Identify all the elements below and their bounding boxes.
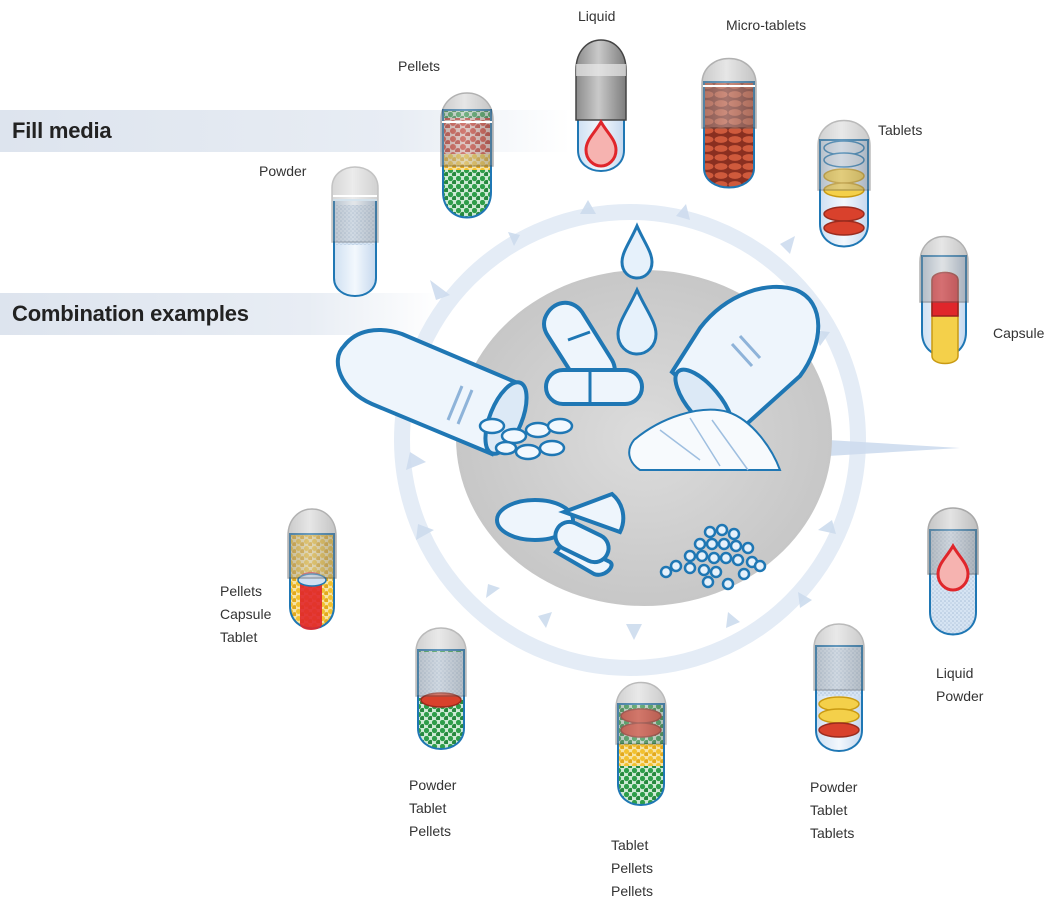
ray-arrows bbox=[406, 200, 960, 640]
capsule-micro-tablets-icon bbox=[701, 57, 757, 189]
label-capsule: Capsule bbox=[993, 325, 1045, 341]
small-capsules-icon bbox=[542, 301, 644, 406]
label-liquid-powder: Liquid Powder bbox=[936, 665, 984, 704]
spilled-tablets-icon bbox=[478, 417, 574, 461]
open-capsule-left-icon bbox=[335, 328, 529, 457]
capsule-tablets-icon bbox=[817, 119, 871, 248]
capsule-tablet-pellets-pellets-icon bbox=[615, 681, 667, 806]
powder-pile-icon bbox=[628, 408, 782, 471]
label-micro-tablets: Micro-tablets bbox=[726, 17, 807, 33]
capsule-powder-tablet-tablets-icon bbox=[813, 623, 865, 752]
capsule-capsule-icon bbox=[919, 235, 969, 365]
label-pellets: Pellets bbox=[398, 58, 441, 74]
label-liquid: Liquid bbox=[578, 8, 616, 24]
label-powder-tablet-tablets: Powder Tablet Tablets bbox=[810, 779, 858, 841]
capsule-powder-icon bbox=[331, 166, 379, 297]
label-tablets: Tablets bbox=[878, 122, 923, 138]
round-tablets-icon bbox=[495, 491, 626, 577]
capsule-liquid-icon bbox=[575, 39, 627, 172]
capsule-pellets-icon bbox=[440, 92, 494, 219]
combination-examples-heading: Combination examples bbox=[12, 301, 249, 326]
combination-examples-band: Combination examples bbox=[0, 293, 440, 335]
label-powder: Powder bbox=[259, 163, 307, 179]
water-drop-icon bbox=[616, 222, 658, 356]
capsule-powder-tablet-pellets-icon bbox=[415, 627, 467, 750]
beads-icon bbox=[659, 523, 767, 591]
fill-media-heading: Fill media bbox=[12, 118, 112, 143]
label-powder-tablet-pellets: Powder Tablet Pellets bbox=[409, 777, 457, 839]
capsule-pellets-capsule-tablet-icon bbox=[287, 508, 337, 630]
outer-ring bbox=[394, 204, 866, 676]
label-tablet-pellets-pellets: Tablet Pellets Pellets bbox=[611, 837, 654, 899]
capsule-liquid-powder-icon bbox=[927, 507, 979, 636]
label-pellets-capsule-tablet: Pellets Capsule Tablet bbox=[220, 583, 272, 645]
